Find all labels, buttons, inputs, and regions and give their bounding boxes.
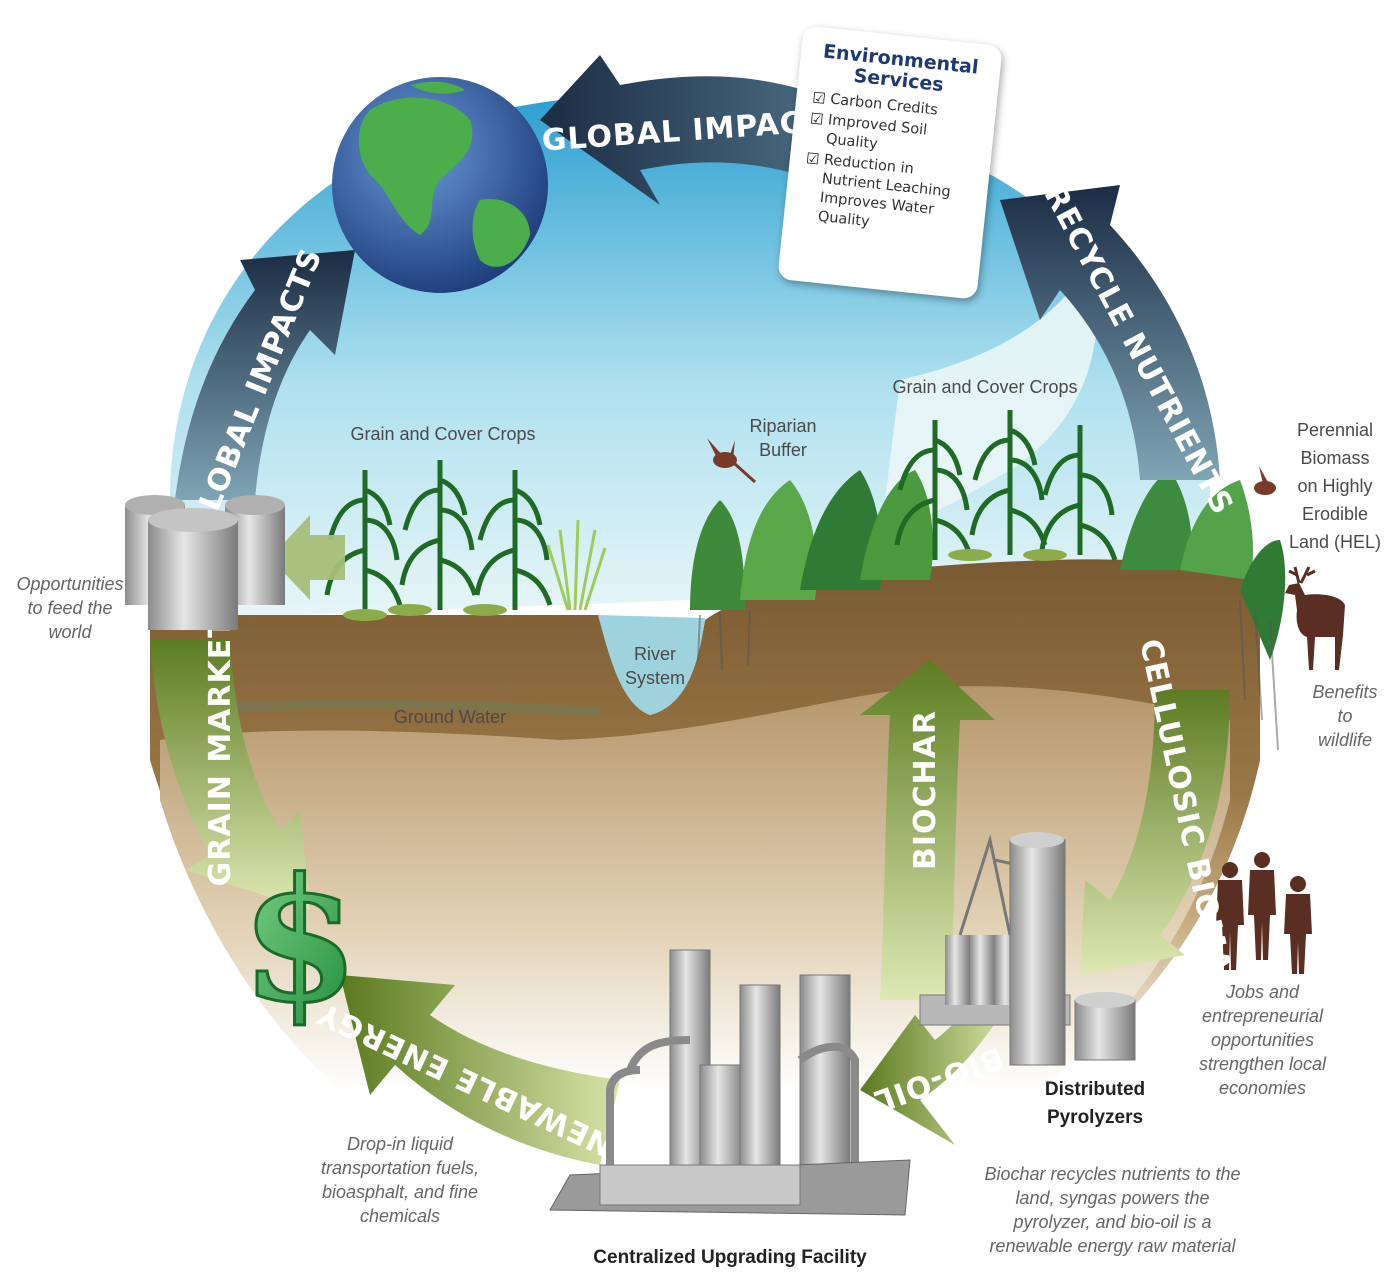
root-systems [697, 599, 1279, 751]
label-centralized-facility: Centralized Upgrading Facility [593, 1247, 867, 1268]
note-biochar-recycles: Biochar recycles nutrients to the land, … [984, 1164, 1241, 1256]
note-jobs: Jobs and entrepreneurial opportunities s… [1198, 982, 1327, 1098]
checkbox-checked-icon: ☑ [811, 88, 827, 108]
upgrading-facility-icon [549, 949, 911, 1216]
people-icon [1216, 852, 1312, 974]
label-river-line2: System [625, 668, 685, 688]
checkbox-checked-icon: ☑ [805, 149, 821, 169]
note-feed-world: Opportunities to feed the world [16, 574, 124, 642]
label-distributed-line2: Pyrolyzers [1047, 1107, 1143, 1128]
label-perennial: Perennial Biomass on Highly Erodible Lan… [1289, 420, 1381, 552]
label-river-line1: River [634, 644, 676, 664]
arrow-grain-markets: GRAIN MARKETS [150, 594, 310, 910]
arrow-biochar: BIOCHAR [860, 660, 995, 1000]
environmental-services-card: Environmental Services ☑ Carbon Credits … [777, 25, 1003, 300]
label-distributed-line1: Distributed [1045, 1079, 1145, 1100]
label-grain-cover-left: Grain and Cover Crops [350, 424, 535, 444]
arrow-grain-to-silo [270, 515, 345, 600]
label-ground-water: Ground Water [394, 707, 506, 727]
grain-silos-icon [125, 495, 285, 630]
bird-icon-right [1254, 466, 1276, 495]
note-wildlife: Benefits to wildlife [1312, 682, 1378, 750]
perennial-line2: Biomass [1300, 448, 1369, 468]
checkbox-checked-icon: ☑ [809, 109, 825, 129]
bird-icon [707, 438, 757, 484]
riparian-vegetation [690, 470, 1286, 660]
perennial-line1: Perennial [1297, 420, 1373, 440]
arrow-label-biochar: BIOCHAR [908, 710, 943, 870]
globe-icon [332, 77, 548, 293]
deer-icon [1285, 566, 1345, 670]
corn-plants-right [894, 410, 1118, 561]
note-drop-in-fuels: Drop-in liquid transportation fuels, bio… [320, 1134, 480, 1226]
label-riparian-line1: Riparian [749, 416, 816, 436]
label-grain-cover-right: Grain and Cover Crops [892, 377, 1077, 397]
dollar-icon: $ [241, 841, 359, 1041]
pyrolyzer-icon [919, 832, 1136, 1066]
env-service-item: ☑ Reduction in Nutrient Leaching Improve… [805, 149, 952, 231]
label-riparian-line2: Buffer [759, 440, 807, 460]
perennial-line5: Land (HEL) [1289, 532, 1381, 552]
arrow-label-grain-markets: GRAIN MARKETS [203, 594, 238, 887]
perennial-line4: Erodible [1302, 504, 1368, 524]
grass-left [546, 519, 607, 611]
perennial-line3: on Highly [1297, 476, 1372, 496]
